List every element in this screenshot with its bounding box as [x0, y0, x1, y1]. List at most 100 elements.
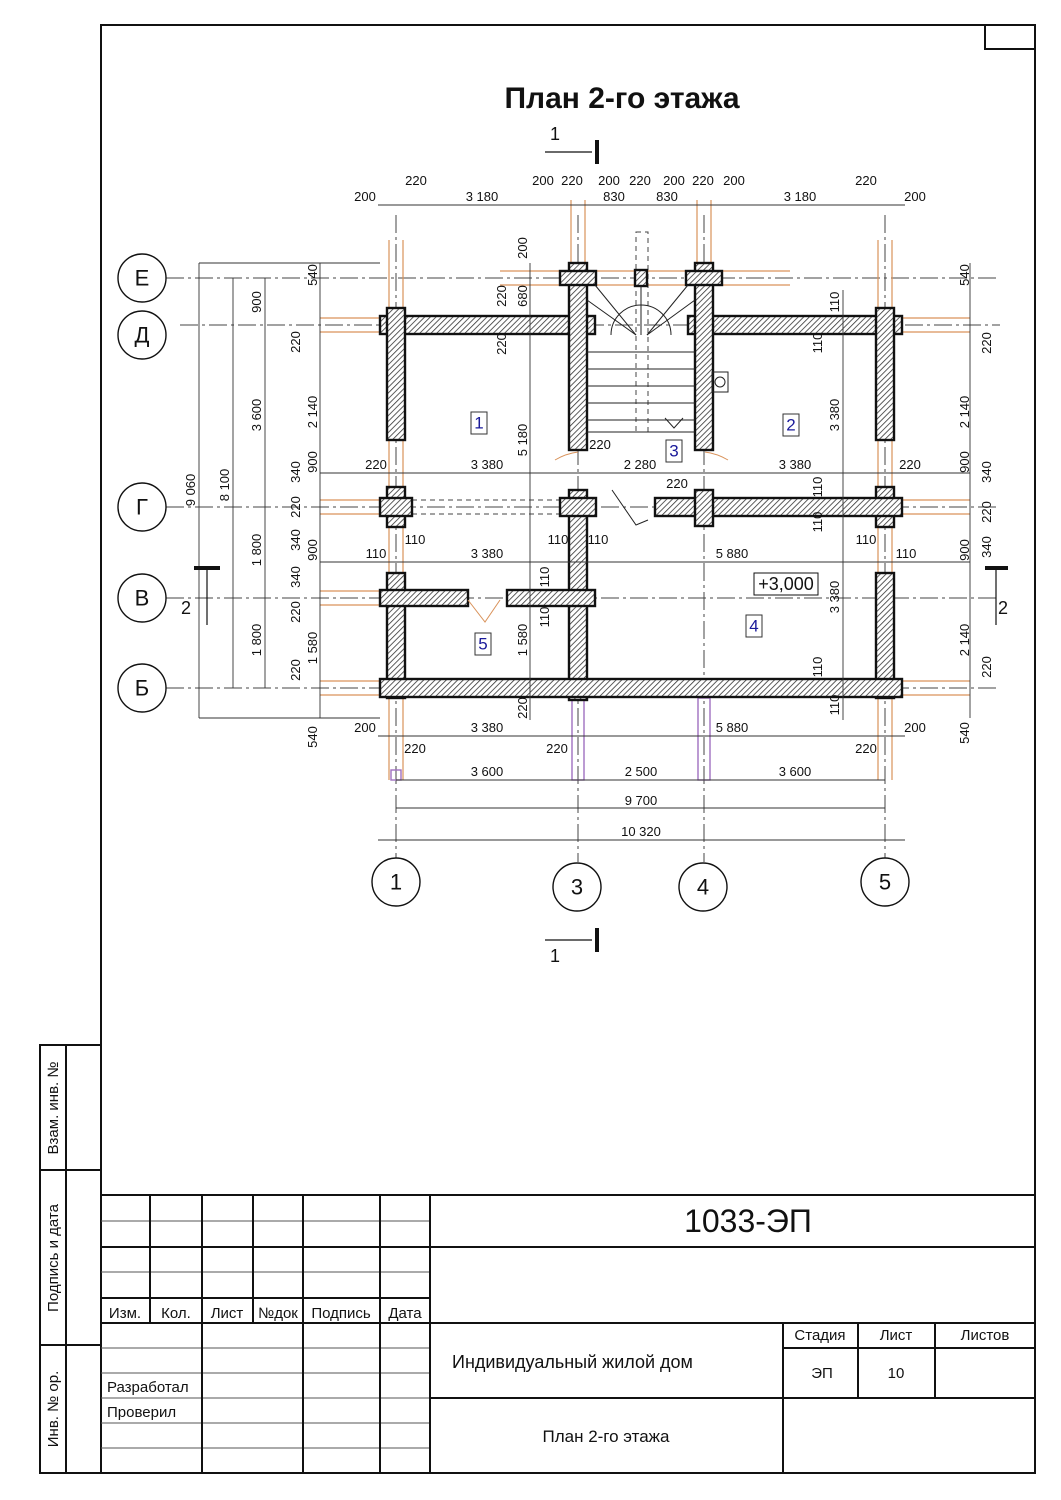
dimension-label: 10 320 [621, 824, 661, 839]
dimension-label: 9 060 [183, 474, 198, 507]
dimension-label: 110 [366, 546, 387, 561]
room-tag-box [665, 439, 683, 463]
drawing-title: План 2-го этажа [504, 82, 739, 115]
axis-bubble [117, 663, 167, 713]
dimension-label: 8 100 [217, 469, 232, 502]
dimension-label: 900 [957, 539, 972, 561]
dimension-label: 3 180 [466, 189, 499, 204]
stamp-signature-date: Подпись и дата [45, 1203, 62, 1312]
section-1-bottom-label: 1 [550, 946, 560, 966]
axis-row-label: Г [136, 495, 148, 520]
dimension-label: 220 [288, 331, 303, 353]
dimension-label: 220 [288, 496, 303, 518]
stamp-replace-inv: Взам. инв. № [45, 1062, 62, 1155]
dimension-label: 200 [515, 237, 530, 259]
dimension-label: 220 [979, 656, 994, 678]
room-tag-box [782, 413, 800, 437]
header-signature: Подпись [311, 1305, 371, 1322]
axis-row-label: В [135, 586, 150, 611]
role-checked: Проверил [107, 1404, 176, 1421]
role-developed: Разработал [107, 1379, 189, 1396]
dimension-label: 220 [855, 173, 877, 188]
header-sheet: Лист [211, 1305, 244, 1322]
dimension-label: 540 [305, 264, 320, 286]
stage-value: ЭП [811, 1365, 833, 1382]
dimension-label: 9 700 [625, 793, 658, 808]
dimension-label: 340 [288, 461, 303, 483]
section-marks [194, 140, 1008, 952]
dimension-label: 200 [723, 173, 745, 188]
dimension-label: 2 140 [305, 396, 320, 429]
dimension-label: 540 [957, 722, 972, 744]
dimension-label: 5 880 [716, 720, 749, 735]
axis-bubble [117, 482, 167, 532]
dimension-label: 220 [288, 659, 303, 681]
room-number: 5 [478, 635, 487, 654]
dimension-label: 110 [810, 477, 825, 498]
dimension-label: 200 [663, 173, 685, 188]
dimension-label: 220 [365, 457, 387, 472]
axis-bubble [552, 862, 602, 912]
header-date: Дата [388, 1305, 422, 1322]
dimension-label: 3 380 [471, 720, 504, 735]
dimension-label: 340 [979, 461, 994, 483]
dimension-label: 900 [957, 451, 972, 473]
axis-bubble [117, 573, 167, 623]
stage-label: Стадия [794, 1327, 845, 1344]
axis-col-label: 1 [390, 870, 402, 895]
window-lines [320, 200, 970, 780]
sheet-frame [39, 24, 1036, 1474]
project-name: Индивидуальный жилой дом [452, 1352, 693, 1372]
dimension-label: 340 [979, 536, 994, 558]
dimension-label: 1 800 [249, 624, 264, 657]
room-tag-box [470, 411, 488, 435]
axis-row-label: Е [135, 266, 150, 291]
axis-bubble [678, 862, 728, 912]
elevation-mark: +3,000 [758, 574, 814, 594]
room-number: 4 [749, 617, 758, 636]
dimension-label: 200 [354, 720, 376, 735]
section-1-top-label: 1 [550, 124, 560, 144]
dimension-label: 220 [979, 332, 994, 354]
dimension-label: 220 [515, 697, 530, 719]
dimension-label: 110 [810, 333, 825, 354]
dimension-label: 1 580 [305, 632, 320, 665]
axis-bubble [117, 253, 167, 303]
sheet-label: Лист [880, 1327, 913, 1344]
dimension-label: 220 [979, 501, 994, 523]
dimension-label: 220 [288, 601, 303, 623]
dimension-label: 3 380 [827, 399, 842, 432]
dimension-label: 220 [404, 741, 426, 756]
dimension-label: 3 380 [779, 457, 812, 472]
dimension-label: 900 [305, 539, 320, 561]
dimension-lines [198, 204, 971, 841]
dimension-label: 200 [904, 189, 926, 204]
dimension-label: 110 [537, 607, 552, 628]
sheet-title: План 2-го этажа [542, 1427, 670, 1446]
walls [378, 261, 904, 702]
header-qty: Кол. [161, 1305, 191, 1322]
dimension-label: 900 [305, 451, 320, 473]
axis-bubble [371, 857, 421, 907]
section-2-left-label: 2 [181, 598, 191, 618]
dimension-label: 110 [588, 532, 609, 547]
dimension-label: 110 [537, 567, 552, 588]
axis-row-label: Д [135, 323, 150, 348]
dimension-label: 110 [827, 695, 842, 716]
axis-bubble [860, 857, 910, 907]
dimension-label: 340 [288, 566, 303, 588]
dimension-label: 3 180 [784, 189, 817, 204]
dimension-label: 200 [354, 189, 376, 204]
dimension-label: 540 [305, 726, 320, 748]
dimension-label: 110 [896, 546, 917, 561]
dimension-label: 200 [904, 720, 926, 735]
dimension-label: 3 600 [471, 764, 504, 779]
dimension-label: 200 [598, 173, 620, 188]
dimension-label: 220 [629, 173, 651, 188]
dimension-label: 3 380 [471, 457, 504, 472]
dimension-label: 5 880 [716, 546, 749, 561]
header-change: Изм. [109, 1305, 141, 1322]
dimension-label: 110 [810, 657, 825, 678]
